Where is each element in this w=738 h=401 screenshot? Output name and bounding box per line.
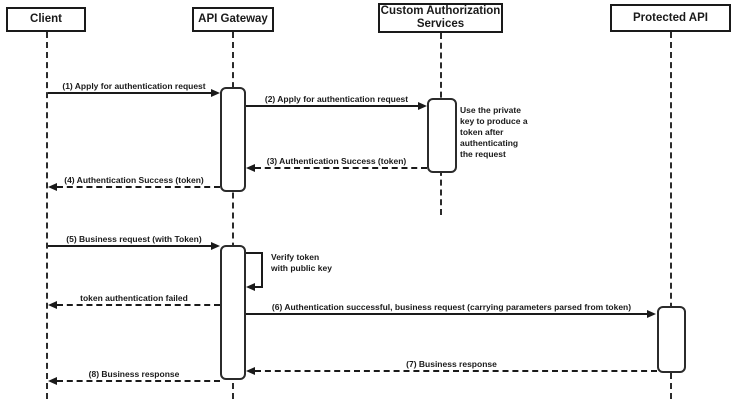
message-3-label: (3) Authentication Success (token) — [266, 156, 407, 166]
actor-protected-api-label: Protected API — [633, 11, 708, 24]
message-4-arrowhead — [48, 183, 57, 191]
message-4-line — [57, 186, 220, 188]
self-message-top-line — [246, 252, 263, 254]
actor-custom-authorization-services: Custom Authorization Services — [378, 3, 503, 33]
actor-custom-authorization-services-label: Custom Authorization Services — [380, 5, 501, 30]
actor-api-gateway-label: API Gateway — [198, 13, 268, 25]
message-6-label: (6) Authentication successful, business … — [271, 302, 632, 312]
self-message-arrowhead — [246, 283, 255, 291]
lifeline-api-gateway — [232, 32, 234, 399]
message-token-failed-arrowhead — [48, 301, 57, 309]
message-6-arrowhead — [647, 310, 656, 318]
self-message-bottom-line — [255, 286, 263, 288]
lifeline-client — [46, 32, 48, 399]
message-7-arrowhead — [246, 367, 255, 375]
actor-api-gateway: API Gateway — [192, 7, 274, 32]
message-7-label: (7) Business response — [406, 359, 497, 369]
activation-api-gateway-business — [220, 245, 246, 380]
message-2-line — [246, 105, 419, 107]
message-2-arrowhead — [418, 102, 427, 110]
message-1-arrowhead — [211, 89, 220, 97]
message-8-label: (8) Business response — [88, 369, 180, 379]
self-message-label: Verify token with public key — [271, 252, 332, 273]
activation-custom-authorization-services — [427, 98, 457, 173]
activation-api-gateway-auth — [220, 87, 246, 192]
message-4-label: (4) Authentication Success (token) — [64, 175, 204, 185]
message-3-line — [255, 167, 427, 169]
message-5-label: (5) Business request (with Token) — [66, 234, 202, 244]
message-token-failed-label: token authentication failed — [80, 293, 188, 303]
message-2-label: (2) Apply for authentication request — [264, 94, 409, 104]
actor-client-label: Client — [30, 13, 62, 25]
message-3-arrowhead — [246, 164, 255, 172]
message-7-line — [255, 370, 657, 372]
message-5-line — [48, 245, 212, 247]
lifeline-protected-api — [670, 32, 672, 399]
message-8-line — [57, 380, 220, 382]
message-8-arrowhead — [48, 377, 57, 385]
message-6-line — [246, 313, 648, 315]
message-token-failed-line — [57, 304, 220, 306]
message-1-line — [48, 92, 212, 94]
message-1-label: (1) Apply for authentication request — [62, 81, 206, 91]
activation-protected-api — [657, 306, 686, 373]
note-private-key: Use the private key to produce a token a… — [460, 105, 528, 159]
actor-protected-api: Protected API — [610, 4, 731, 32]
self-message-right-line — [261, 252, 263, 288]
message-5-arrowhead — [211, 242, 220, 250]
actor-client: Client — [6, 7, 86, 32]
